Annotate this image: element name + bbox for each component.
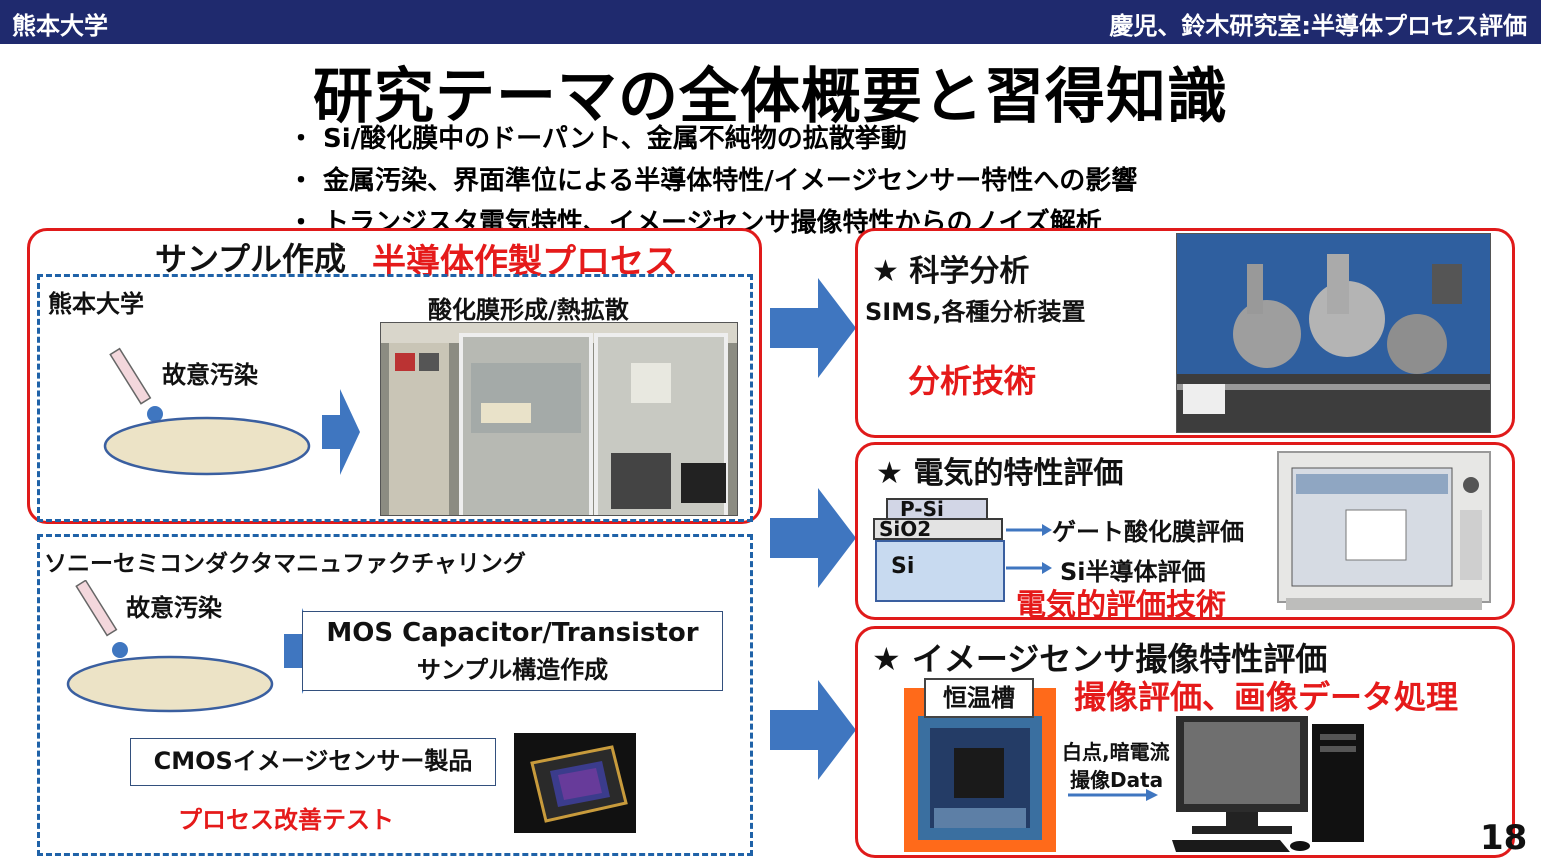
process-test-label: プロセス改善テスト (178, 806, 394, 834)
electrical-arrows (1006, 524, 1052, 574)
si-layer: Si (875, 540, 1005, 602)
cmos-product-box: CMOSイメージセンサー製品 (130, 738, 496, 786)
data-label-2: 撮像Data (1070, 768, 1164, 792)
mos-line-2: サンプル構造作成 (416, 656, 609, 684)
data-label-1: 白点,暗電流 (1062, 740, 1170, 764)
oxide-label: 酸化膜形成/熱拡散 (428, 296, 629, 324)
sample-heading: サンプル作成 (155, 240, 347, 278)
bullet-2: ・ 金属汚染、界面準位による半導体特性/イメージセンサー特性への影響 (288, 166, 1138, 196)
sony-label: ソニーセミコンダクタマニュファクチャリング (44, 551, 526, 577)
arrow-to-science (770, 278, 856, 378)
semiconductor-analyzer-photo (1277, 451, 1491, 610)
kumamoto-label: 熊本大学 (48, 290, 144, 318)
wafer-icon (66, 655, 274, 713)
analysis-tech-label: 分析技術 (908, 362, 1037, 400)
sims-equipment-photo (1176, 233, 1491, 433)
science-heading: ★ 科学分析 (872, 254, 1030, 289)
sio2-layer: SiO2 (873, 518, 1003, 540)
thermostatic-chamber-graphic (904, 688, 1056, 852)
electrical-heading: ★ 電気的特性評価 (876, 456, 1124, 491)
computer-icon (1172, 716, 1364, 852)
droplet-icon (112, 642, 128, 658)
pipette-icon (75, 580, 118, 637)
kumamoto-dashed-box (37, 274, 753, 522)
sims-label: SIMS,各種分析装置 (865, 298, 1086, 326)
pipette-icon (109, 347, 152, 405)
cmos-chip-photo (514, 733, 636, 833)
contamination-label-1: 故意汚染 (162, 361, 258, 389)
electrical-tech-label: 電気的評価技術 (1016, 588, 1226, 623)
wafer-contamination-graphic-1 (103, 347, 311, 476)
p-si-layer: P-Si (886, 498, 988, 520)
droplet-icon (147, 406, 163, 422)
header-bar: 熊本大学 慶児、鈴木研究室:半導体プロセス評価 (0, 0, 1541, 44)
sony-dashed-box (37, 534, 753, 856)
chamber-label: 恒温槽 (924, 678, 1034, 718)
header-right-text: 慶児、鈴木研究室:半導体プロセス評価 (1109, 12, 1527, 40)
contamination-label-2: 故意汚染 (126, 594, 222, 622)
wafer-contamination-graphic-2 (66, 580, 274, 713)
arrow-to-electrical (770, 488, 856, 588)
furnace-photo (380, 322, 738, 516)
si-eval-label: Si半導体評価 (1060, 558, 1206, 586)
wafer-icon (103, 416, 311, 476)
bullet-1: ・ Si/酸化膜中のドーパント、金属不純物の拡散挙動 (288, 124, 907, 154)
data-arrow (1068, 789, 1158, 801)
header-left-text: 熊本大学 (12, 12, 108, 40)
mos-box: MOS Capacitor/Transistor サンプル構造作成 (302, 611, 723, 691)
gate-oxide-label: ゲート酸化膜評価 (1052, 518, 1244, 546)
image-processing-label: 撮像評価、画像データ処理 (1074, 678, 1459, 716)
arrow-to-furnace (322, 389, 360, 475)
arrow-to-image-sensor (770, 680, 856, 780)
image-sensor-heading: ★ イメージセンサ撮像特性評価 (872, 640, 1328, 678)
mos-line-1: MOS Capacitor/Transistor (326, 618, 699, 648)
slide-title: 研究テーマの全体概要と習得知識 (313, 62, 1228, 132)
page-number: 18 (1480, 818, 1528, 858)
